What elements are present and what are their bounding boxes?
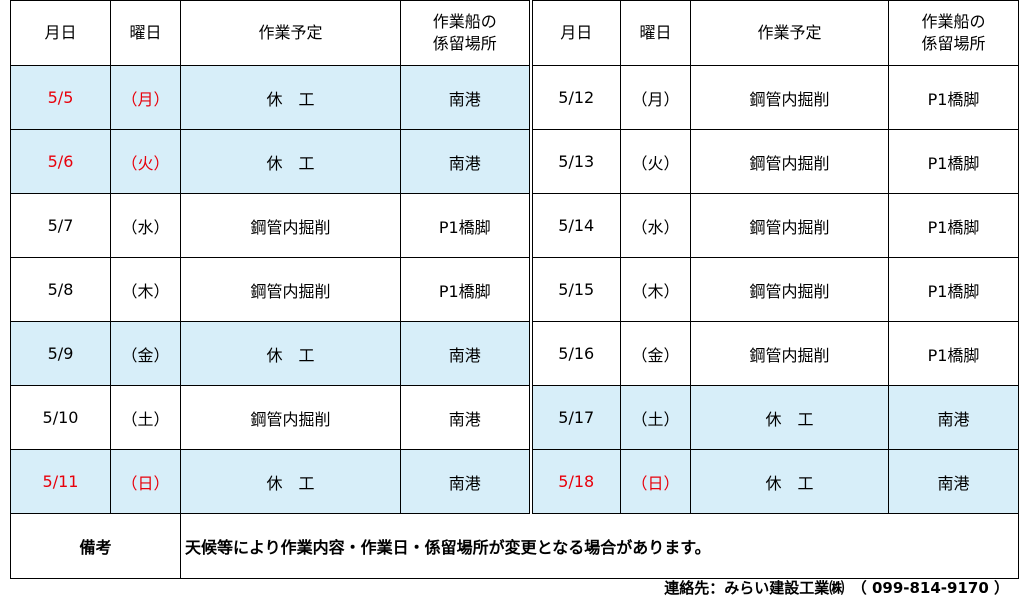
plan-cell: 鋼管内掘削 <box>690 129 889 194</box>
date-cell: 5/16 <box>528 321 621 386</box>
location-cell: 南港 <box>400 65 531 130</box>
date-cell: 5/7 <box>10 193 111 258</box>
date-cell: 5/15 <box>528 257 621 322</box>
date-cell: 5/18 <box>528 449 621 514</box>
location-cell: 南港 <box>888 385 1019 450</box>
plan-cell: 鋼管内掘削 <box>180 193 401 258</box>
weekday-cell: （火） <box>110 129 181 194</box>
weekday-cell: （日） <box>110 449 181 514</box>
weekday-cell: （月） <box>620 65 691 130</box>
plan-cell: 休 工 <box>180 65 401 130</box>
date-cell: 5/12 <box>528 65 621 130</box>
header-mooring-line2: 係留場所 <box>432 34 497 53</box>
header-weekday: 曜日 <box>620 0 691 66</box>
weekday-cell: （土） <box>620 385 691 450</box>
header-row: 月日 曜日 作業予定 作業船の 係留場所 月日 曜日 作業予定 作業船の 係留場… <box>10 0 1019 66</box>
weekday-cell: （日） <box>620 449 691 514</box>
remarks-text: 天候等により作業内容・作業日・係留場所が変更となる場合があります。 <box>180 513 1019 579</box>
plan-cell: 鋼管内掘削 <box>690 321 889 386</box>
plan-cell: 休 工 <box>690 385 889 450</box>
date-cell: 5/17 <box>528 385 621 450</box>
date-cell: 5/10 <box>10 385 111 450</box>
remarks-row: 備考天候等により作業内容・作業日・係留場所が変更となる場合があります。 <box>10 513 1019 579</box>
header-mooring-line2: 係留場所 <box>921 34 986 53</box>
weekday-cell: （木） <box>620 257 691 322</box>
date-cell: 5/9 <box>10 321 111 386</box>
weekday-cell: （土） <box>110 385 181 450</box>
work-schedule-table: 月日 曜日 作業予定 作業船の 係留場所 月日 曜日 作業予定 作業船の 係留場… <box>10 0 1019 579</box>
location-cell: P1橋脚 <box>400 257 531 322</box>
header-mooring-line1: 作業船の <box>432 12 497 31</box>
date-cell: 5/11 <box>10 449 111 514</box>
weekday-cell: （火） <box>620 129 691 194</box>
location-cell: P1橋脚 <box>888 65 1019 130</box>
contact-info: 連絡先：みらい建設工業㈱ （ 099-814-9170 ） <box>664 579 1009 597</box>
location-cell: 南港 <box>400 321 531 386</box>
plan-cell: 休 工 <box>180 321 401 386</box>
location-cell: 南港 <box>400 385 531 450</box>
plan-cell: 鋼管内掘削 <box>690 257 889 322</box>
date-cell: 5/5 <box>10 65 111 130</box>
location-cell: 南港 <box>888 449 1019 514</box>
date-cell: 5/6 <box>10 129 111 194</box>
date-cell: 5/13 <box>528 129 621 194</box>
header-mooring: 作業船の 係留場所 <box>400 0 531 66</box>
plan-cell: 休 工 <box>690 449 889 514</box>
remarks-label: 備考 <box>10 513 181 579</box>
location-cell: P1橋脚 <box>888 257 1019 322</box>
weekday-cell: （水） <box>620 193 691 258</box>
header-plan: 作業予定 <box>690 0 889 66</box>
weekday-cell: （水） <box>110 193 181 258</box>
location-cell: P1橋脚 <box>888 321 1019 386</box>
location-cell: 南港 <box>400 449 531 514</box>
header-weekday: 曜日 <box>110 0 181 66</box>
location-cell: P1橋脚 <box>888 129 1019 194</box>
header-date: 月日 <box>10 0 111 66</box>
weekday-cell: （月） <box>110 65 181 130</box>
plan-cell: 休 工 <box>180 449 401 514</box>
location-cell: P1橋脚 <box>888 193 1019 258</box>
weekday-cell: （金） <box>110 321 181 386</box>
location-cell: 南港 <box>400 129 531 194</box>
plan-cell: 休 工 <box>180 129 401 194</box>
header-mooring: 作業船の 係留場所 <box>888 0 1019 66</box>
plan-cell: 鋼管内掘削 <box>690 65 889 130</box>
location-cell: P1橋脚 <box>400 193 531 258</box>
date-cell: 5/8 <box>10 257 111 322</box>
plan-cell: 鋼管内掘削 <box>180 385 401 450</box>
date-cell: 5/14 <box>528 193 621 258</box>
header-date: 月日 <box>528 0 621 66</box>
plan-cell: 鋼管内掘削 <box>690 193 889 258</box>
header-mooring-line1: 作業船の <box>921 12 986 31</box>
header-plan: 作業予定 <box>180 0 401 66</box>
weekday-cell: （金） <box>620 321 691 386</box>
plan-cell: 鋼管内掘削 <box>180 257 401 322</box>
weekday-cell: （木） <box>110 257 181 322</box>
